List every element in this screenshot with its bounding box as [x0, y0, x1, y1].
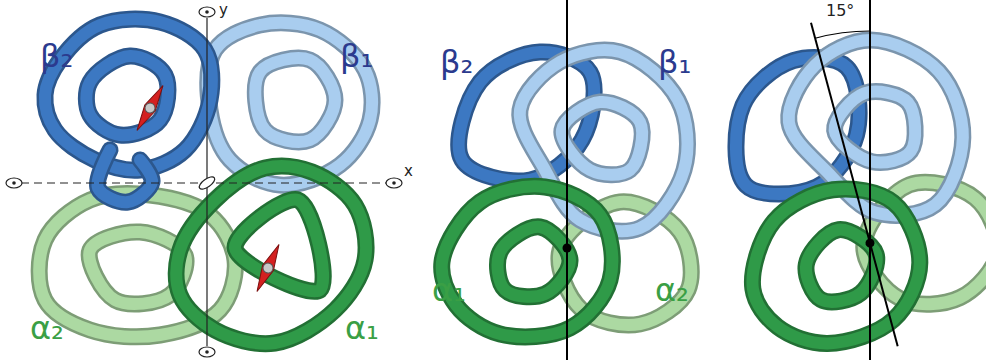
rotated-view-panel — [690, 0, 986, 360]
alpha1-chain — [498, 227, 570, 297]
subunit-label: β₂ — [40, 40, 73, 72]
reference-axis-line — [869, 0, 871, 360]
beta2-chain — [97, 150, 152, 202]
beta2-chain-outline — [86, 56, 168, 135]
top-view-panel — [6, 7, 402, 357]
subunit-label: α₂ — [655, 274, 689, 306]
twofold-axis-symbol — [386, 178, 402, 188]
beta2-chain — [86, 56, 168, 135]
iron-atom — [143, 101, 157, 115]
beta1-chain — [562, 102, 642, 175]
heme-plane — [132, 82, 168, 133]
iron-atom — [261, 261, 274, 274]
center-axis-symbol — [197, 175, 216, 192]
axis-dot — [205, 350, 209, 354]
angle-arc — [815, 31, 870, 38]
beta1-chain-outline — [562, 102, 642, 175]
axis-label: x — [404, 164, 413, 179]
axis-label: y — [219, 3, 228, 18]
beta2-chain-outline — [97, 150, 152, 202]
alpha1-chain-outline — [176, 166, 366, 344]
alpha1-chain — [733, 172, 937, 360]
tilted-axis-line — [811, 23, 898, 347]
axis-dot — [392, 181, 396, 185]
beta1-chain — [827, 82, 923, 173]
heme-plane — [252, 242, 285, 294]
rotated-molecule — [690, 0, 986, 360]
subunit-label: β₁ — [658, 46, 691, 78]
heme-group — [132, 82, 168, 133]
subunit-label: α₂ — [30, 312, 64, 344]
alpha1-chain — [442, 186, 613, 336]
beta1-chain — [255, 58, 335, 142]
axis-dot — [205, 10, 209, 14]
subunit-label: α₁ — [432, 274, 466, 306]
beta1-chain-outline — [827, 82, 923, 173]
side-view-panel — [442, 0, 692, 360]
subunit-label: β₁ — [340, 40, 373, 72]
twofold-axis-symbol — [6, 178, 22, 188]
alpha1-chain-outline — [733, 172, 937, 360]
subunit-label: β₂ — [440, 46, 473, 78]
heme-group — [252, 242, 285, 294]
alpha1-chain-outline — [797, 222, 885, 308]
twofold-axis-symbol — [199, 347, 215, 357]
dyad-axis-line — [566, 0, 568, 360]
alpha1-chain — [797, 222, 885, 308]
alpha1-chain — [176, 166, 366, 344]
angle-label: 15° — [826, 3, 854, 19]
subunit-label: α₁ — [345, 312, 379, 344]
beta1-chain-outline — [255, 58, 335, 142]
axis-dot — [12, 181, 16, 185]
twofold-axis-symbol — [199, 7, 215, 17]
alpha1-chain-outline — [498, 227, 570, 297]
alpha1-chain-outline — [442, 186, 613, 336]
